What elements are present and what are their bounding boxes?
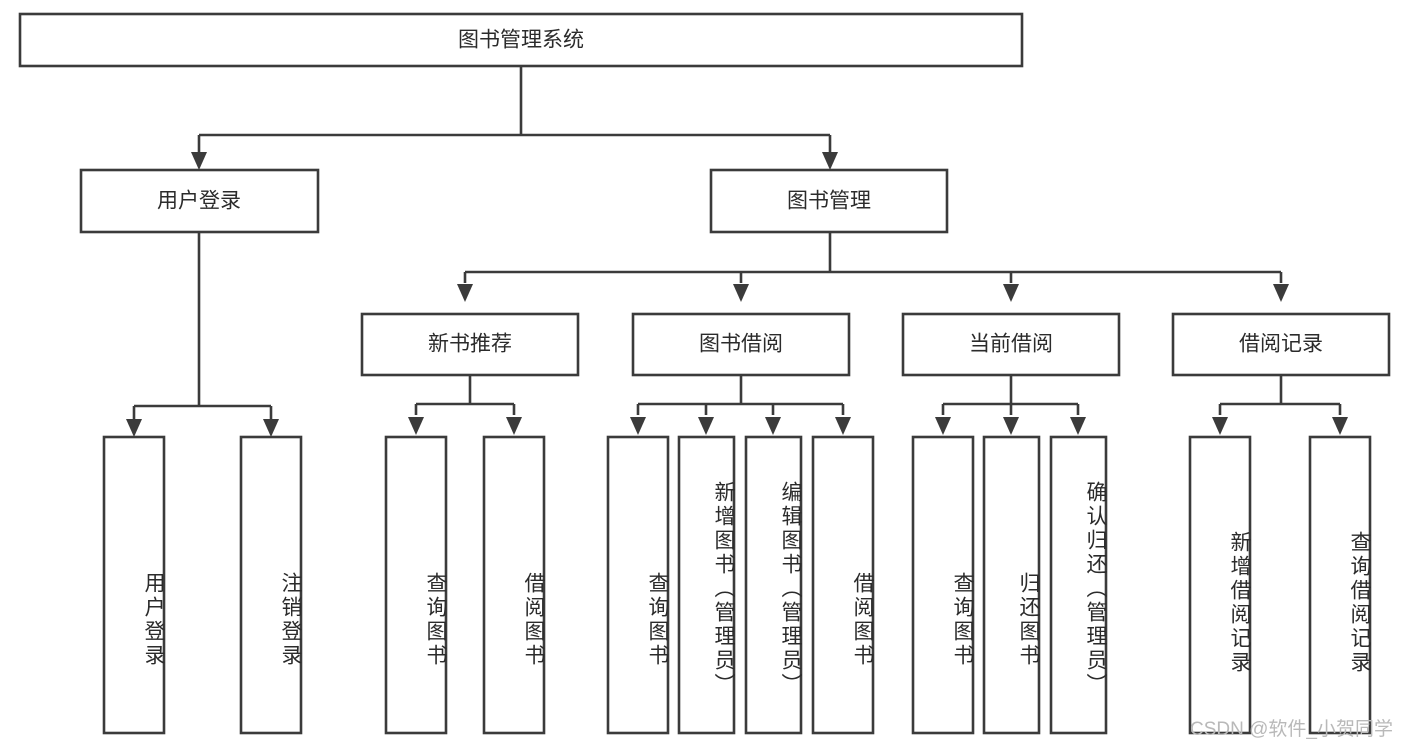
node-new-book-rec-label: 新书推荐	[428, 333, 512, 356]
node-leaf-query-book-2[interactable]	[606, 435, 670, 735]
node-leaf-borrow-book-1[interactable]	[482, 435, 546, 735]
connector-group-book-borrow	[630, 375, 851, 435]
node-leaf-logout[interactable]	[239, 435, 303, 735]
node-user-login-label: 用户登录	[157, 190, 241, 213]
connector-group-new-book-rec	[408, 375, 522, 435]
node-root-label: 图书管理系统	[458, 29, 584, 52]
connector-group-current-borrow	[935, 375, 1086, 435]
node-borrow-record[interactable]	[1171, 312, 1391, 377]
node-book-manage[interactable]	[709, 168, 949, 234]
node-book-borrow-label: 图书借阅	[699, 333, 783, 356]
node-user-login[interactable]	[79, 168, 320, 234]
node-leaf-add-book[interactable]	[677, 435, 736, 735]
node-leaf-return-book[interactable]	[982, 435, 1041, 735]
connector-group-root	[191, 66, 838, 170]
node-leaf-add-record[interactable]	[1188, 435, 1252, 735]
node-leaf-borrow-book-2[interactable]	[811, 435, 875, 735]
node-leaf-edit-book[interactable]	[744, 435, 803, 735]
node-leaf-user-login[interactable]	[102, 435, 166, 735]
node-leaf-query-book-3[interactable]	[911, 435, 975, 735]
node-leaf-confirm-return[interactable]	[1049, 435, 1108, 735]
node-book-manage-label: 图书管理	[787, 190, 871, 213]
node-current-borrow[interactable]	[901, 312, 1121, 377]
node-current-borrow-label: 当前借阅	[969, 333, 1053, 356]
node-root[interactable]	[18, 12, 1024, 68]
node-leaf-query-record[interactable]	[1308, 435, 1372, 735]
connector-group-borrow-record	[1212, 375, 1348, 435]
node-book-borrow[interactable]	[631, 312, 851, 377]
connector-group-book-manage	[457, 232, 1289, 302]
node-borrow-record-label: 借阅记录	[1239, 333, 1323, 356]
connector-group-user-login	[126, 232, 279, 437]
watermark-text: CSDN @软件_小贺同学	[1190, 719, 1393, 740]
node-leaf-query-book-1[interactable]	[384, 435, 448, 735]
node-new-book-rec[interactable]	[360, 312, 580, 377]
